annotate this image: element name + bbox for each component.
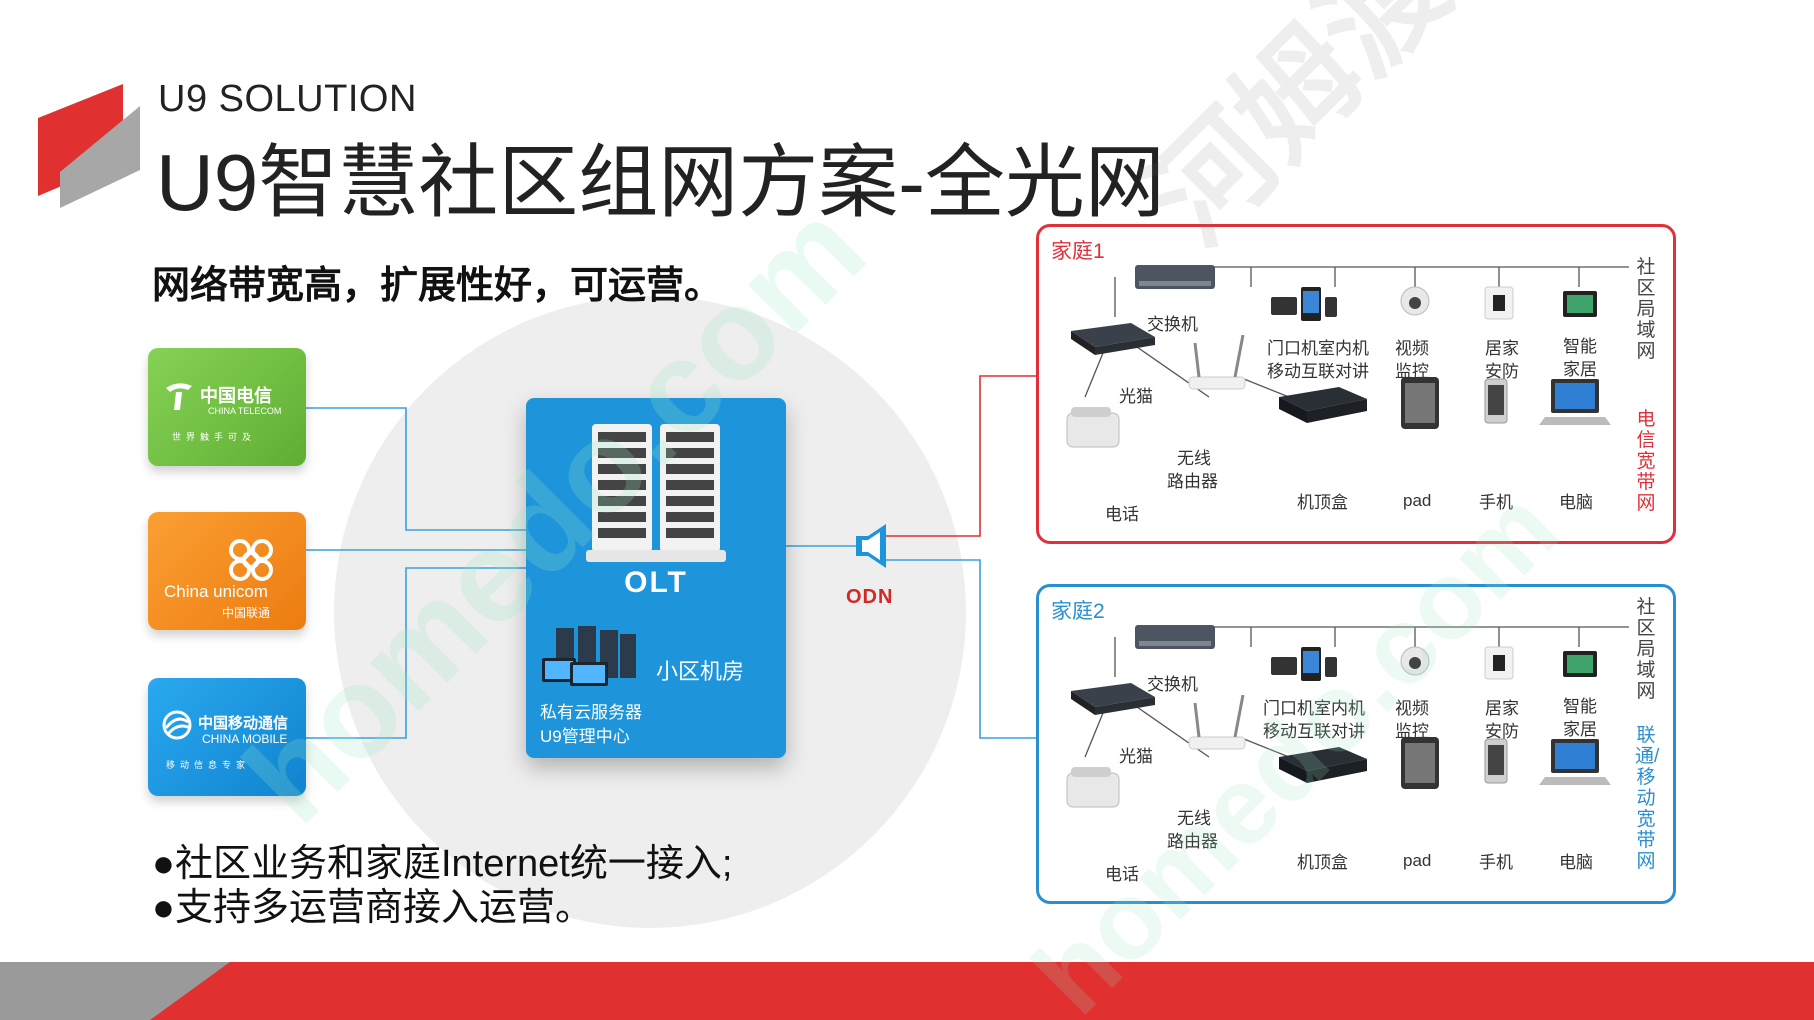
- switch-label: 交换机: [1147, 675, 1198, 694]
- line-odn-home1: [880, 375, 1036, 537]
- line-odn-home2: [880, 559, 1036, 739]
- line-telecom: [306, 407, 526, 531]
- broadband-label: 联通/移动宽带网: [1635, 725, 1660, 872]
- telecom-logo-icon: [166, 383, 192, 410]
- isp-tag: 移动信息专家: [166, 760, 251, 770]
- smart-label-2: 家居: [1563, 360, 1597, 379]
- home-title: 家庭2: [1051, 600, 1105, 623]
- pc-label: 电脑: [1559, 493, 1593, 512]
- stb-label: 机顶盒: [1297, 853, 1348, 872]
- smart-label-2: 家居: [1563, 720, 1597, 739]
- isp-en: CHINA TELECOM: [208, 406, 282, 416]
- page-title: U9智慧社区组网方案-全光网: [156, 138, 1165, 227]
- intercom-label-1: 门口机室内机: [1267, 339, 1369, 358]
- switch-label: 交换机: [1147, 315, 1198, 334]
- pc-label: 电脑: [1559, 853, 1593, 872]
- intercom-label-1: 门口机室内机: [1263, 699, 1365, 718]
- eyebrow-label: U9 SOLUTION: [158, 78, 417, 120]
- security-label-2: 安防: [1485, 362, 1519, 381]
- intercom-label-2: 移动互联对讲: [1263, 722, 1365, 741]
- cloud-server-label: 私有云服务器: [540, 703, 642, 722]
- modem-label: 光猫: [1119, 747, 1153, 766]
- isp-en: CHINA MOBILE: [202, 732, 288, 746]
- intercom-label-2: 移动互联对讲: [1267, 362, 1369, 381]
- room-label: 小区机房: [656, 659, 745, 684]
- footer-bar: [0, 962, 1814, 1020]
- home-title: 家庭1: [1051, 240, 1105, 263]
- home-2-wiring: [1066, 625, 1629, 808]
- pad-label: pad: [1403, 491, 1432, 510]
- isp-tag: 世界触手可及: [172, 432, 257, 442]
- broadband-label: 电信宽带网: [1636, 409, 1656, 514]
- phone-label: 电话: [1105, 865, 1139, 884]
- mobile-logo-icon: [162, 710, 192, 740]
- lan-label: 社区局域网: [1636, 257, 1656, 362]
- isp-en: China unicom: [164, 582, 268, 601]
- bullet-1: ●社区业务和家庭Internet统一接入;: [152, 843, 733, 885]
- stb-label: 机顶盒: [1297, 493, 1348, 512]
- smart-label-1: 智能: [1563, 697, 1597, 716]
- video-label-2: 监控: [1395, 362, 1429, 381]
- router-label-2: 路由器: [1167, 832, 1218, 851]
- isp-name: 中国电信: [200, 386, 272, 406]
- lan-label: 社区局域网: [1636, 597, 1656, 702]
- isp-name: 中国移动通信: [198, 715, 289, 732]
- home-1-wiring: [1066, 265, 1629, 448]
- unicom-knot-icon: [229, 539, 273, 581]
- mobile-label: 手机: [1479, 493, 1513, 512]
- router-label-2: 路由器: [1167, 472, 1218, 491]
- modem-label: 光猫: [1119, 387, 1153, 406]
- bullet-2: ●支持多运营商接入运营。: [152, 887, 593, 929]
- logo-gray-bar: [60, 106, 140, 208]
- home-1-panel: 家庭1 交换: [1036, 224, 1676, 544]
- video-label-2: 监控: [1395, 722, 1429, 741]
- line-mobile: [306, 567, 526, 739]
- olt-room-panel: OLT 小区机房 私有云服务器 U9管理中心: [526, 398, 786, 758]
- odn-label: ODN: [846, 586, 894, 608]
- video-label-1: 视频: [1395, 339, 1429, 358]
- mobile-label: 手机: [1479, 853, 1513, 872]
- isp-card-mobile: 中国移动通信 CHINA MOBILE 移动信息专家: [148, 678, 306, 796]
- smart-label-1: 智能: [1563, 337, 1597, 356]
- page-subtitle: 网络带宽高，扩展性好，可运营。: [152, 265, 723, 307]
- olt-server-icon: [586, 424, 726, 562]
- cloud-server-icon: [542, 626, 636, 686]
- isp-name: 中国联通: [222, 606, 271, 620]
- security-label-1: 居家: [1485, 339, 1519, 358]
- security-label-1: 居家: [1485, 699, 1519, 718]
- video-label-1: 视频: [1395, 699, 1429, 718]
- isp-card-unicom: China unicom 中国联通: [148, 512, 306, 630]
- odn-splitter-icon: [856, 524, 886, 568]
- isp-card-telecom: 中国电信 CHINA TELECOM 世界触手可及: [148, 348, 306, 466]
- phone-label: 电话: [1105, 505, 1139, 524]
- pad-label: pad: [1403, 851, 1432, 870]
- management-center-label: U9管理中心: [540, 727, 630, 746]
- router-label-1: 无线: [1177, 449, 1211, 468]
- footer-gray-overlay: [0, 962, 230, 1020]
- router-label-1: 无线: [1177, 809, 1211, 828]
- olt-label: OLT: [624, 566, 688, 599]
- security-label-2: 安防: [1485, 722, 1519, 741]
- home-2-panel: 家庭2 交换机 门口机室内机 移动互联对讲 视频 监控 居家 安防 智能 家居 …: [1036, 584, 1676, 904]
